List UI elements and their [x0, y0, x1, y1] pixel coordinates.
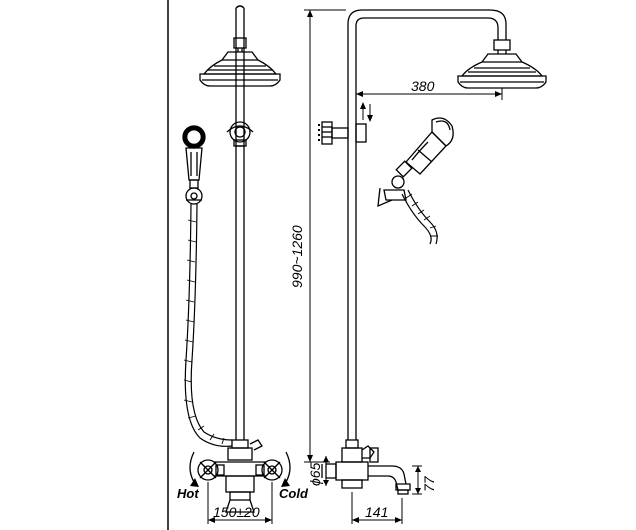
- hot-label: Hot: [177, 486, 199, 501]
- height-range-dimension-lines: [304, 9, 346, 463]
- cold-handle: [255, 459, 283, 481]
- spout-reach-dimension-lines: [351, 492, 403, 524]
- front-hand-shower: [182, 125, 206, 205]
- hot-arrow: [189, 451, 195, 483]
- front-shower-head: [199, 37, 281, 87]
- cold-arrow: [285, 451, 291, 483]
- front-mixer-body: [214, 439, 266, 513]
- front-riser-holder: [226, 121, 254, 147]
- side-hose: [401, 189, 438, 245]
- side-hand-shower: [377, 117, 454, 208]
- slide-adjust-arrows: [360, 102, 373, 122]
- height-range-dimension: 990~1260: [289, 225, 305, 288]
- spout-height-dimension: 77: [421, 475, 437, 492]
- front-view: [182, 5, 291, 524]
- outlet-diameter-dimension: ϕ65: [307, 462, 323, 486]
- arm-reach-dimension-lines: [356, 88, 503, 100]
- spacing-dimension-lines: [207, 482, 273, 524]
- hot-handle: [197, 459, 225, 481]
- side-riser-holder: [318, 121, 367, 145]
- bath-spout: [368, 465, 411, 495]
- spout-height-dimension-lines: [412, 465, 422, 495]
- cold-label: Cold: [279, 486, 309, 501]
- outlet-diameter-dimension-lines: [323, 456, 329, 486]
- side-view: [304, 9, 547, 524]
- side-shower-head: [457, 39, 547, 89]
- spacing-dimension: 150±20: [213, 504, 260, 520]
- front-hose: [183, 203, 233, 447]
- side-riser-and-arm: [347, 9, 507, 440]
- spout-reach-dimension: 141: [365, 504, 388, 520]
- arm-reach-dimension: 380: [411, 78, 435, 94]
